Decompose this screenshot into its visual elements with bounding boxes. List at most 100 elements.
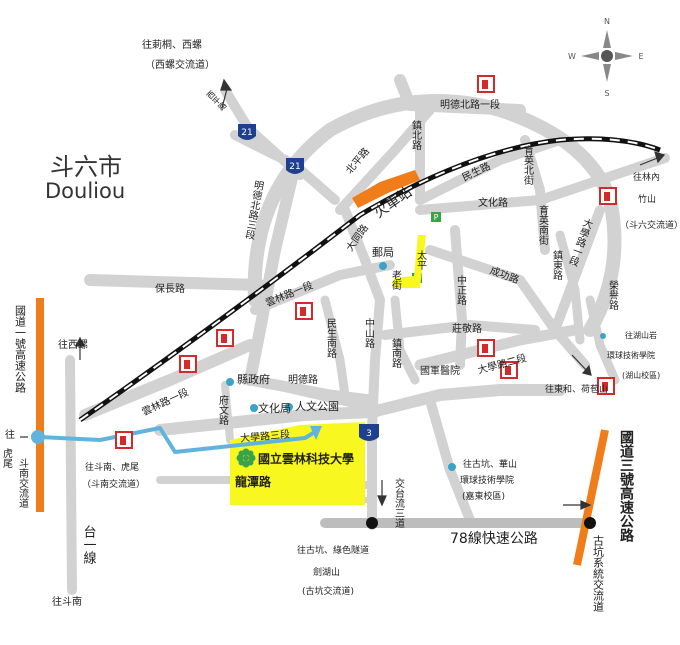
road-label: 78線快速公路 <box>450 531 538 547</box>
gas-station-icon <box>500 361 518 379</box>
compass-w: W <box>568 52 576 61</box>
road-label: 保長路 <box>155 282 185 295</box>
gas-station-icon <box>477 339 495 357</box>
svg-text:21: 21 <box>241 128 252 138</box>
direction-label: （西螺交流道） <box>145 58 215 71</box>
direction-label: 虎尾 <box>1 448 13 469</box>
compass-e: E <box>638 52 643 61</box>
road-label: 龍潭路 <box>235 474 272 489</box>
highway-label-nat3: 國道三號高速公路 <box>618 430 634 542</box>
road-label: 太平 <box>415 249 427 271</box>
direction-label: 往林內 <box>633 171 660 183</box>
direction-label: 往斗南 <box>52 595 82 608</box>
gas-station-icon <box>599 187 617 205</box>
direction-labels: 往莿桐、西螺 （西螺交流道） 往林內 竹山 （斗六交流道） 往湖山岩 環球技術學… <box>1 38 680 608</box>
road-label: 成功路 <box>488 264 521 286</box>
road-label: 民生南路 <box>325 318 337 359</box>
direction-arrows <box>20 78 666 510</box>
road-label: 明德北路一段 <box>440 98 500 111</box>
highway-label-interchange: 交台流三道 <box>393 477 405 528</box>
highway-label-nat1-ic: 斗南交流道 <box>17 458 29 508</box>
road-label: 府文路 <box>217 394 229 426</box>
road-network <box>65 74 670 595</box>
poi-marker <box>226 378 234 386</box>
svg-text:3: 3 <box>366 429 372 439</box>
old-street-block <box>392 235 426 288</box>
direction-label: 竹山 <box>638 193 656 205</box>
place-label-hospital: 國軍醫院 <box>420 364 460 377</box>
direction-label: 往東和、荷苞山 <box>545 383 608 395</box>
direction-label: （斗六交流道） <box>620 219 680 231</box>
road-label: 明德路 <box>288 373 318 386</box>
road-label: 中正路 <box>455 274 467 306</box>
parking-icon: P <box>431 212 441 222</box>
road-label: 北平路 <box>343 145 372 176</box>
poi-marker <box>250 404 258 412</box>
university-logo-icon <box>236 448 256 468</box>
road-label: 文化路 <box>478 196 508 209</box>
road-label: 榮譽路 <box>607 279 619 311</box>
compass-n: N <box>604 17 610 26</box>
railway <box>78 136 661 423</box>
route-shield-3: 3 <box>359 424 379 441</box>
svg-text:21: 21 <box>289 162 300 172</box>
poi-marker <box>600 333 606 339</box>
gas-station-icon <box>179 355 197 373</box>
gas-station-icon <box>597 377 615 395</box>
direction-label: (古坑交流道) <box>302 585 354 597</box>
gas-station-icon <box>216 329 234 347</box>
direction-label: 往 <box>5 428 15 441</box>
road-label: 老街 <box>390 269 402 291</box>
direction-label: (湖山校區) <box>622 370 660 380</box>
highway-labels: 國道一號高速公路 斗南交流道 國道三號高速公路 古坑系統交流道 台一線 交台流三… <box>14 305 635 612</box>
poi-marker <box>379 262 387 270</box>
direction-label: 往湖山岩 <box>625 330 657 340</box>
svg-text:P: P <box>434 213 439 222</box>
station-building <box>352 170 420 208</box>
city-name-zh: 斗六市 <box>50 153 122 181</box>
direction-label: (嘉東校區) <box>462 490 505 502</box>
road-label: 鎮北路 <box>410 119 422 151</box>
gas-station-icon <box>295 302 313 320</box>
place-label-park: 人文公園 <box>295 399 339 413</box>
interchange-node <box>584 517 596 529</box>
poi-marker <box>285 403 293 411</box>
road-label: 中山路 <box>363 317 375 349</box>
poi-markers <box>226 262 606 471</box>
city-name-en: Douliou <box>45 179 125 203</box>
place-label-post: 郵局 <box>372 246 394 259</box>
direction-label: 往斗南、虎尾 <box>85 461 139 473</box>
direction-label: 往古坑、綠色隧道 <box>297 544 369 556</box>
gas-station-icons <box>115 75 617 449</box>
route-shield-21: 21 <box>238 124 256 140</box>
route-path <box>39 426 320 454</box>
compass-s: S <box>604 89 609 98</box>
highway-label-nat1: 國道一號高速公路 <box>14 305 27 394</box>
direction-label: 往莿桐、西螺 <box>142 38 202 51</box>
highway-label-nat3-ic: 古坑系統交流道 <box>592 535 605 612</box>
route-arrow <box>310 426 322 440</box>
direction-label: 環球技術學院 <box>460 474 514 486</box>
direction-label: 環球技術學院 <box>607 350 655 360</box>
gas-station-icon <box>477 75 495 93</box>
direction-label: 劍湖山 <box>313 566 340 578</box>
direction-label: （斗南交流道） <box>82 478 145 490</box>
road-label: 莊敬路 <box>452 322 482 335</box>
interchange-node <box>31 430 45 444</box>
place-label-culture: 文化局 <box>258 401 291 415</box>
place-label-university: 國立雲林科技大學 <box>258 451 354 466</box>
road-label: 育英北街 <box>522 144 534 186</box>
route-shield-21: 21 <box>286 158 304 174</box>
road-label: 鎮東路 <box>551 249 563 281</box>
direction-label: 往古坑、華山 <box>463 458 517 470</box>
road-label: 育英南街 <box>537 204 549 246</box>
highway-label-tai1: 台一線 <box>81 525 97 564</box>
poi-marker <box>448 463 456 471</box>
road-label: 大學路三段 <box>240 427 291 444</box>
interchange-node <box>366 517 378 529</box>
compass: N S W E <box>568 17 643 98</box>
national-highway-3 <box>573 429 609 566</box>
place-label-county-gov: 縣政府 <box>237 372 270 386</box>
direction-label: 往西螺 <box>58 338 88 351</box>
